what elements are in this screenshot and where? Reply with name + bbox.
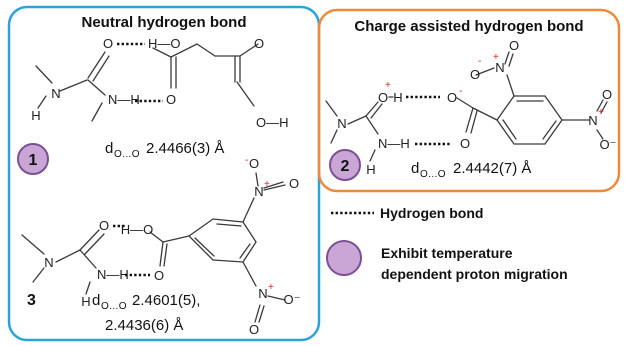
charge-panel-title: Charge assisted hydrogen bond: [354, 18, 583, 35]
compound-2-atom-O4: O: [509, 38, 519, 53]
neutral-panel-title: Neutral hydrogen bond: [82, 14, 247, 31]
compound-3-atom-N3: N: [258, 286, 267, 301]
compound-2-charge-minus-2: -: [478, 56, 481, 67]
compound-2-atom-H2: H: [393, 90, 402, 105]
compound-2-number-circle: [329, 149, 361, 181]
compound-3-distance: d O…O 2.4601(5), 2.4436(6) Å: [92, 292, 200, 334]
compound-1-atom-O2: O: [166, 92, 176, 107]
compound-2-atom-O7: O⁻: [600, 137, 617, 152]
compound-2-atom-NH: N—H: [378, 136, 410, 151]
compound-3-number: 3: [27, 292, 36, 309]
compound-2-atom-O2: O: [447, 90, 457, 105]
compound-3-distance-subscript: O…O: [101, 301, 127, 312]
compound-2-label: 2: [329, 149, 361, 181]
compound-3-charge-plus-1: +: [264, 179, 270, 190]
compound-2-distance-subscript: O…O: [420, 169, 446, 180]
compound-2-atom-N2: N: [495, 60, 504, 75]
compound-2-atom-O1: O: [378, 90, 388, 105]
compound-1-distance-symbol: d: [105, 140, 113, 157]
compound-3-distance-value-2: 2.4436(6) Å: [105, 317, 183, 334]
legend-migration-line-1: Exhibit temperature: [381, 245, 513, 261]
compound-2-charge-minus-1: -: [459, 86, 462, 97]
charge-panel-frame: [317, 8, 621, 193]
compound-3-atom-NH: N—H: [97, 267, 129, 282]
compound-1-atom-HO: H—O: [148, 36, 181, 51]
compound-1-label: 1: [17, 143, 49, 175]
compound-1-atom-N1: N: [51, 86, 60, 101]
compound-2-charge-plus-3: +: [598, 107, 604, 118]
compound-1-atom-NH: N—H: [108, 92, 140, 107]
compound-3-atom-O4: O: [249, 156, 259, 171]
compound-2-distance-value: 2.4442(7) Å: [453, 160, 531, 177]
legend-hydrogen-bond-label: Hydrogen bond: [380, 205, 483, 221]
compound-1-atom-H1: H: [31, 108, 40, 123]
compound-3-atom-O2: O: [154, 268, 164, 283]
compound-2-atom-O6: O: [602, 87, 612, 102]
compound-1-number-circle: [17, 143, 49, 175]
compound-2-atom-N1: N: [337, 116, 346, 131]
compound-3-charge-minus-1: -: [245, 155, 248, 166]
compound-3-atom-H1: H: [81, 294, 90, 309]
compound-3-charge-plus-2: +: [268, 282, 274, 293]
legend-migration-line-2: dependent proton migration: [381, 266, 568, 282]
compound-2-atom-O3: O: [460, 136, 470, 151]
compound-1-distance-subscript: O…O: [114, 149, 140, 160]
compound-3-atom-N2: N: [254, 184, 263, 199]
compound-2-structure: N H O + H N—H O - O N + O O - N + O O⁻: [325, 38, 617, 177]
compound-1-distance-value: 2.4466(3) Å: [146, 140, 224, 157]
compound-2-atom-N3: N: [588, 113, 597, 128]
compound-3-atom-O1: O: [99, 218, 109, 233]
compound-1-distance: d O…O 2.4466(3) Å: [105, 140, 224, 160]
compound-2-charge-plus-2: +: [493, 52, 499, 63]
compound-2-distance-symbol: d: [411, 160, 419, 177]
compound-3-atom-HO: H—O: [121, 222, 154, 237]
compound-1-structure: N H O N—H H—O O O O—H: [31, 36, 288, 130]
compound-2-atom-O5: O: [470, 67, 480, 82]
compound-1-atom-O1: O: [103, 36, 113, 51]
compound-2-number: 2: [341, 158, 350, 175]
compound-1-number: 1: [29, 152, 38, 169]
compound-3-structure: N H O N—H H—O O N + O O - N + O⁻ O: [21, 155, 301, 337]
legend-migration-circle: [326, 240, 362, 276]
legend: Hydrogen bond Exhibit temperature depend…: [326, 205, 568, 282]
compound-3-atom-O6: O: [249, 322, 259, 337]
compound-2-distance: d O…O 2.4442(7) Å: [411, 160, 531, 180]
compound-3-atom-N1: N: [44, 255, 53, 270]
compound-1-atom-OH: O—H: [256, 115, 289, 130]
compound-1-atom-O3: O: [254, 36, 264, 51]
compound-3-distance-symbol: d: [92, 292, 100, 309]
compound-2-charge-plus-1: +: [385, 80, 391, 91]
compound-3-atom-O3: O: [289, 176, 299, 191]
compound-3-distance-value: 2.4601(5),: [132, 292, 200, 309]
compound-2-atom-H1: H: [366, 162, 375, 177]
compound-3-atom-O5: O⁻: [284, 292, 301, 307]
